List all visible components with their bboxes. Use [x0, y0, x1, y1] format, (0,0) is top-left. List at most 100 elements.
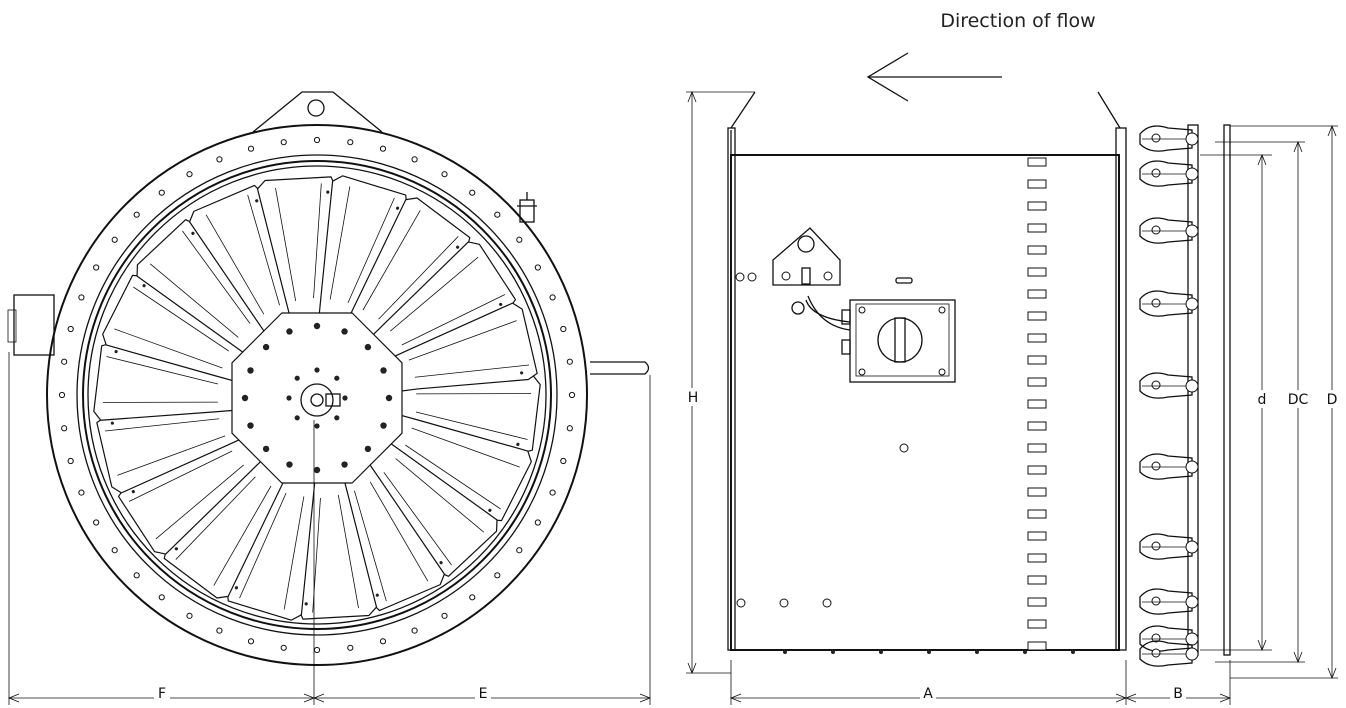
vent-slot [1027, 619, 1047, 629]
impeller-blades [93, 175, 541, 621]
flange-bolt [549, 489, 556, 496]
blade [93, 342, 240, 421]
clamp [1139, 453, 1199, 480]
flange-bolt [568, 391, 576, 399]
hub-bolt [262, 445, 270, 453]
flange-bolt [186, 171, 193, 178]
flange-bolt [93, 264, 100, 271]
flange-bolt [93, 519, 100, 526]
hub-bolt [247, 422, 254, 429]
flange-bolt [469, 594, 476, 601]
flange-bolt [78, 294, 85, 301]
vent-slot [1027, 531, 1047, 541]
hub-bolt [286, 395, 292, 401]
hub-bolt [314, 423, 320, 429]
hub-bolt [385, 394, 393, 402]
dim-label-dc: DC [1288, 392, 1309, 408]
dim-label-d-small: d [1258, 392, 1267, 408]
flange-bolt [216, 156, 223, 163]
bottom-bolt [927, 650, 931, 654]
vent-slot [1027, 157, 1047, 167]
small-fittings [735, 272, 913, 608]
flow-arrow [866, 52, 1002, 102]
flange-bolt [58, 391, 66, 399]
vent-slot [1027, 245, 1047, 255]
dim-label-e: E [479, 686, 488, 702]
clamp [1139, 640, 1199, 667]
clamp [1139, 217, 1199, 244]
vent-slot [1027, 597, 1047, 607]
impeller-hub [231, 312, 403, 484]
hub-bolt [286, 328, 293, 335]
flange-bolt [534, 519, 541, 526]
flow-direction-title: Direction of flow [940, 10, 1095, 32]
flange-bolt [560, 325, 567, 333]
vent-slot [1027, 487, 1047, 497]
hub-bolt [334, 415, 340, 421]
lifting-lug [252, 91, 383, 133]
hub-bolt [341, 461, 348, 468]
blade [226, 470, 316, 621]
hub-bolt [364, 343, 372, 351]
vent-slot [1027, 201, 1047, 211]
clamp [1139, 125, 1199, 152]
hub-bolt [247, 367, 254, 374]
dim-label-h: H [688, 390, 699, 406]
flange-bolt [247, 638, 255, 645]
flange-bolt [67, 325, 74, 333]
flange-bolt [566, 358, 573, 365]
bottom-bolt [831, 650, 835, 654]
vent-slot [1027, 223, 1047, 233]
flange-bolt [186, 612, 193, 619]
flange-bolt [560, 457, 567, 465]
vent-slots [1027, 157, 1047, 651]
dim-label-a: A [923, 686, 933, 702]
flange-bolt [494, 211, 501, 218]
flange-bolt [67, 457, 74, 465]
front-view [7, 91, 650, 666]
flange-bolt [494, 572, 501, 579]
flange-bolt [441, 171, 448, 178]
flange-bolt [411, 627, 418, 634]
side-handle [517, 192, 650, 375]
vent-slot [1027, 553, 1047, 563]
hub-bolt [314, 367, 320, 373]
hub-bolt [241, 394, 249, 402]
flange-bolt [347, 644, 354, 651]
vent-slot [1027, 421, 1047, 431]
dim-label-d: D [1327, 392, 1338, 408]
bottom-bolt [975, 650, 979, 654]
junction-box [805, 295, 956, 383]
flange-bolt [469, 189, 476, 196]
hub-bolt [334, 375, 340, 381]
hub-bolt [342, 395, 348, 401]
vent-slot [1027, 575, 1047, 585]
vent-slot [1027, 355, 1047, 365]
flange-bolt [280, 644, 287, 651]
flange-bolt [379, 145, 387, 152]
clamp [1139, 372, 1199, 399]
vent-slot [1027, 443, 1047, 453]
flange-bolt [549, 294, 556, 301]
hub-bolt [364, 445, 372, 453]
vent-slot [1027, 289, 1047, 299]
flange-bolt [411, 156, 418, 163]
flange-bolt [313, 136, 321, 144]
vent-slot [1027, 333, 1047, 343]
hub-bolt [313, 322, 321, 330]
flange-bolt [313, 646, 321, 654]
vent-slot [1027, 641, 1047, 651]
bottom-bolt [783, 650, 787, 654]
dim-label-b: B [1173, 686, 1183, 702]
flange-bolt [441, 612, 448, 619]
flange-bolts [58, 136, 576, 654]
hub-bolt [294, 415, 300, 421]
flange-bolt [566, 425, 573, 432]
flange-bolt [158, 189, 165, 196]
flange-bolt [516, 547, 523, 554]
blade [389, 302, 538, 393]
flange-bolt [280, 139, 287, 146]
side-view [727, 91, 1231, 667]
side-lifting-lug [772, 227, 841, 286]
